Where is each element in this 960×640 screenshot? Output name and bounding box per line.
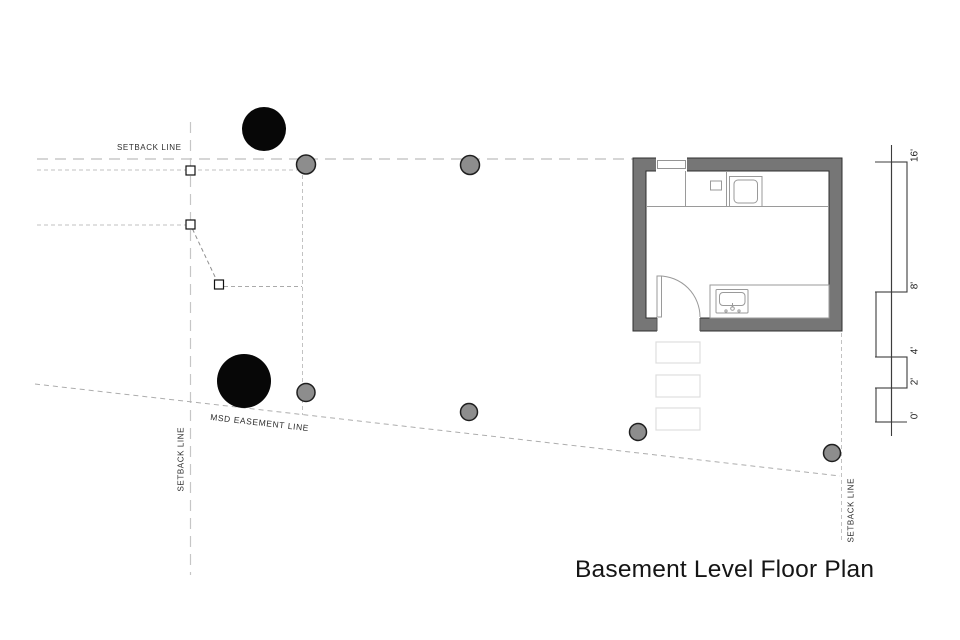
window-well [655,407,701,431]
door-opening [657,316,700,333]
trees-group [217,107,286,408]
page-title: Basement Level Floor Plan [575,556,875,583]
scale-bar-segment-8-4 [875,291,893,358]
column-marker [459,402,479,422]
scale-tick-label: 2' [909,377,921,386]
column-marker [459,154,481,176]
basement-room [632,156,843,333]
door-swing-arc [658,275,701,318]
scale-bar-segment-4-2 [890,356,908,389]
column-marker [296,382,316,403]
columns-group [295,154,842,463]
marker-connector-diagonal [192,228,217,281]
sink-handle-right [737,309,741,313]
setback-line-top-label: SETBACK LINE [117,143,182,152]
msd-easement-line [34,383,841,477]
scale-bar-segment-2-0 [875,387,893,423]
scale-tick-label: 0' [909,411,921,420]
window-well [655,374,701,398]
window-well [655,341,701,364]
column-marker [628,422,648,442]
setback-line-right-label: SETBACK LINE [846,477,856,543]
top-counter [646,171,829,207]
property-lines [34,122,842,575]
appliance-drum [733,179,758,204]
scale-bar [875,145,908,436]
tree-marker [242,107,286,151]
sink-faucet [730,306,735,311]
window-wells-group [655,341,701,431]
survey-markers-group [185,165,225,290]
scale-tick-label: 4' [909,346,921,355]
window-glazing [657,160,686,169]
setback-line-left-label: SETBACK LINE [176,426,186,492]
column-marker [295,154,317,175]
sink-handle-left [724,309,728,313]
door-leaf [656,275,662,318]
sink-counter [709,284,830,319]
survey-marker [185,165,196,176]
column-marker [822,443,842,463]
survey-marker [213,279,225,290]
tree-marker [217,354,271,408]
scale-tick-label: 16' [909,148,921,163]
scale-tick-label: 8' [909,281,921,290]
survey-marker [185,219,196,230]
outlet-box [710,180,722,191]
scale-bar-segment-16-8 [890,161,908,293]
